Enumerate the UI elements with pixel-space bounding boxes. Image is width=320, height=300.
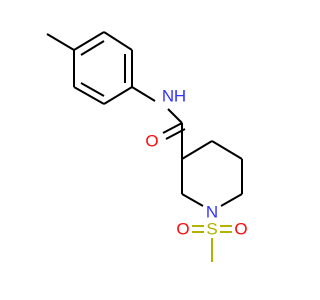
sulfonyl-oxygen-left-label: O (176, 220, 189, 239)
molecule-structure: N H O N S O O (46, 31, 248, 262)
amide-hydrogen-label: H (174, 87, 186, 106)
ring-nitrogen-label: N (206, 203, 218, 222)
ring-bond-1 (181, 140, 213, 160)
atom-label-layer: N H O N S O O (145, 87, 247, 239)
ring-bond-4 (220, 193, 243, 207)
methyl-bond (46, 33, 75, 51)
aryl-bond-4 (103, 86, 133, 105)
ring-bond-5 (181, 193, 204, 207)
amide-nitrogen-label: N (162, 87, 174, 106)
aryl-bond-2 (103, 31, 133, 51)
n-carbonyl-bond (167, 108, 183, 124)
bond-layer (46, 31, 243, 207)
sulfonyl-oxygen-right-label: O (234, 220, 247, 239)
aryl-double-3 (80, 82, 105, 97)
carbonyl-oxygen-label: O (145, 132, 158, 151)
carbonyl-double-1 (162, 122, 183, 134)
aryl-bond-5 (73, 86, 105, 105)
sulfur-label: S (206, 220, 217, 239)
hetero-bond-layer (192, 225, 232, 262)
aryl-bond-1 (73, 31, 105, 51)
ring-bond-2 (211, 140, 243, 160)
aryl-n-bond (131, 86, 156, 102)
aryl-double-1 (80, 40, 105, 56)
